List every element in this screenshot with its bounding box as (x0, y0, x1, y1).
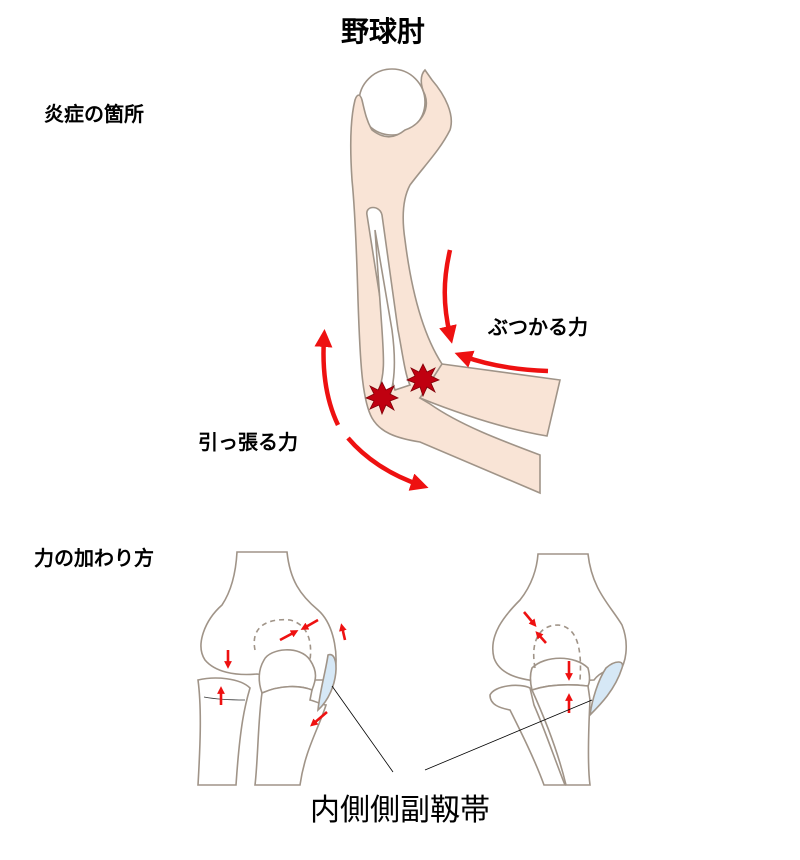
ulna-shaft-right (530, 684, 591, 786)
humerus-left (200, 551, 337, 681)
ulna-shaft-left (254, 685, 328, 786)
radius-right (489, 684, 567, 786)
small-arrow (310, 711, 328, 727)
inflammation-marks (365, 363, 440, 416)
small-arrow (279, 630, 299, 642)
inflammation-site-label: 炎症の箇所 (44, 102, 144, 126)
inflammation-burst-1 (365, 381, 399, 416)
elbow-joint-front-view (197, 551, 337, 786)
small-arrow (300, 618, 319, 630)
pull-arrow-up (314, 329, 341, 426)
impact-force-label: ぶつかる力 (488, 315, 588, 339)
dashed-trochlea (253, 618, 312, 661)
radius-left (197, 677, 251, 786)
humerus-right (492, 553, 628, 683)
pulling-force-label: 引っ張る力 (198, 430, 298, 454)
inflammation-burst-2 (406, 363, 440, 398)
small-arrow (523, 611, 537, 627)
ucl-right (588, 661, 624, 718)
impact-arrow-down (439, 249, 457, 344)
small-arrow (535, 631, 547, 644)
diagram-title: 野球肘 (340, 15, 425, 48)
leader-line-right (424, 699, 593, 771)
ligament-label: 内側側副靱帯 (310, 793, 490, 828)
impact-arrow-left (454, 350, 549, 374)
force-application-label: 力の加わり方 (34, 546, 154, 570)
ucl-left (316, 653, 337, 712)
upper-arm (418, 363, 561, 437)
pull-arrow-down (346, 436, 429, 491)
dashed-trochlea-right (533, 624, 582, 681)
arm-drawing (349, 68, 561, 495)
elbow-joint-side-view (489, 553, 628, 786)
leader-line-left (331, 685, 394, 773)
small-arrow (339, 623, 347, 641)
